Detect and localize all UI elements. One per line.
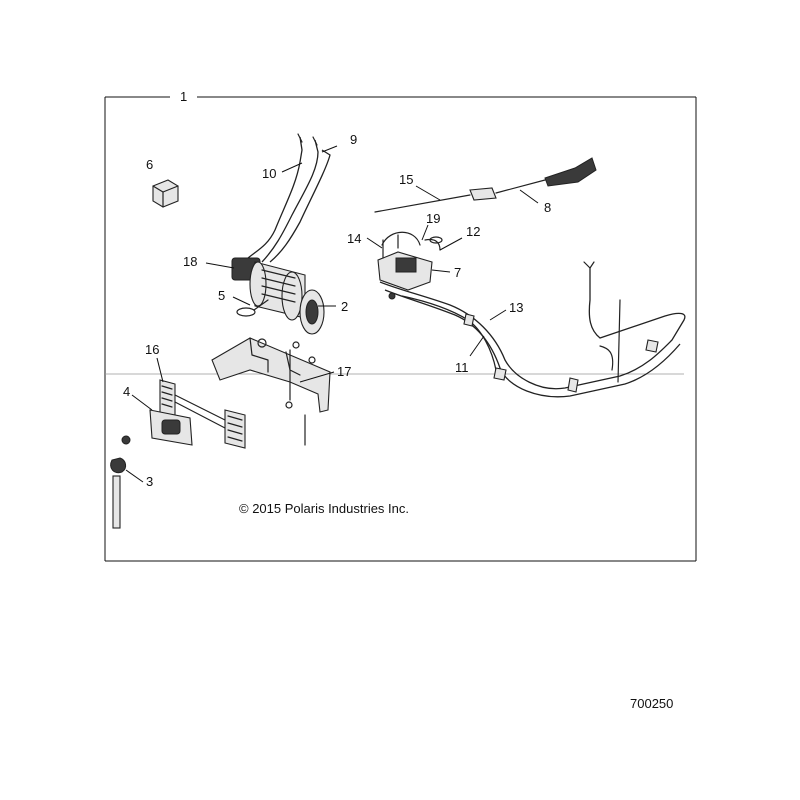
part-11-13-harness [379,261,686,398]
part-9-10-cables [247,133,331,263]
mount-plate [211,337,331,446]
callout-6: 6 [146,157,153,172]
callout-8: 8 [544,200,551,215]
leader-lines [125,145,539,483]
callout-12: 12 [466,224,480,239]
callout-11: 11 [455,360,469,375]
bracket [159,379,246,449]
callout-14: 14 [347,231,361,246]
part-6-module [152,179,179,208]
callout-19: 19 [426,211,440,226]
callout-18: 18 [183,254,197,269]
callout-4: 4 [123,384,130,399]
callout-15: 15 [399,172,413,187]
diagram-frame [104,96,697,562]
document-number: 700250 [630,696,673,711]
callout-5: 5 [218,288,225,303]
callout-16: 16 [145,342,159,357]
callout-10: 10 [262,166,276,181]
callout-13: 13 [509,300,523,315]
callout-3: 3 [146,474,153,489]
copyright-notice: © 2015 Polaris Industries Inc. [239,501,409,516]
part-3-hook [110,457,127,529]
part-4-fairlead [121,409,193,446]
part-15-8-cable [374,157,597,213]
callout-17: 17 [337,364,351,379]
winch-assembly [231,257,325,335]
callout-1: 1 [180,89,187,104]
callout-9: 9 [350,132,357,147]
callout-7: 7 [454,265,461,280]
part-7-contactor [377,231,443,300]
callout-labels: 1 6 9 10 18 5 2 16 17 4 3 15 8 19 14 12 … [123,89,551,489]
callout-2: 2 [341,299,348,314]
